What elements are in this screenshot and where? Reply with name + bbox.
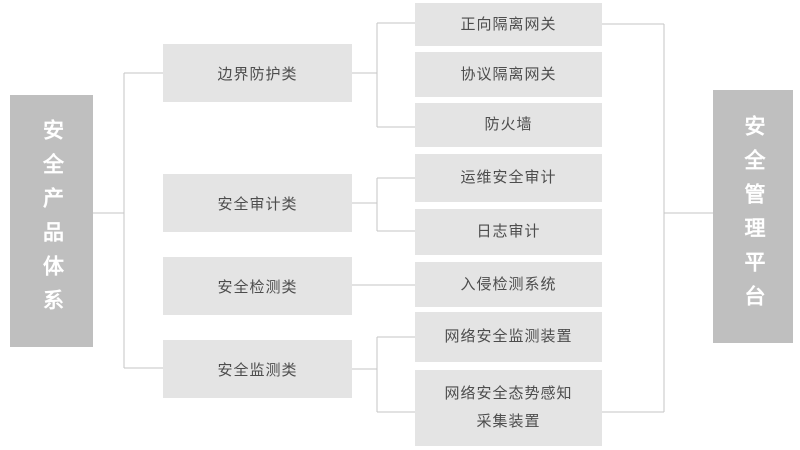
category-security-detection: 安全检测类 bbox=[163, 257, 352, 315]
category-label: 安全监测类 bbox=[217, 361, 298, 379]
item-intrusion-detection-system: 入侵检测系统 bbox=[415, 262, 602, 307]
item-situational-awareness-collection-device: 网络安全态势感知 采集装置 bbox=[415, 370, 602, 446]
connector-right-bracket bbox=[602, 23, 713, 413]
item-label: 正向隔离网关 bbox=[460, 15, 557, 33]
item-om-security-audit: 运维安全审计 bbox=[415, 154, 602, 202]
item-network-security-monitoring-device: 网络安全监测装置 bbox=[415, 312, 602, 362]
connector-cat4-bracket bbox=[352, 336, 415, 413]
item-label: 协议隔离网关 bbox=[460, 65, 557, 83]
category-security-monitoring: 安全监测类 bbox=[163, 340, 352, 398]
item-label: 运维安全审计 bbox=[460, 169, 557, 187]
item-label: 入侵检测系统 bbox=[460, 275, 557, 293]
root-security-product-system: 安全产品体系 bbox=[10, 95, 93, 347]
item-log-audit: 日志审计 bbox=[415, 209, 602, 255]
connector-left-bracket bbox=[123, 72, 163, 369]
item-label: 网络安全态势感知 采集装置 bbox=[444, 385, 573, 430]
category-label: 边界防护类 bbox=[217, 65, 298, 83]
root-security-management-platform: 安全管理平台 bbox=[713, 90, 793, 343]
category-security-audit: 安全审计类 bbox=[163, 174, 352, 232]
connector-cat1-bracket bbox=[352, 22, 415, 128]
category-label: 安全审计类 bbox=[217, 195, 298, 213]
item-forward-isolation-gateway: 正向隔离网关 bbox=[415, 3, 602, 46]
category-label: 安全检测类 bbox=[217, 278, 298, 296]
item-label: 网络安全监测装置 bbox=[444, 328, 573, 346]
root-security-management-platform-label: 安全管理平台 bbox=[742, 114, 765, 319]
connector-cat2-bracket bbox=[352, 177, 415, 232]
item-protocol-isolation-gateway: 协议隔离网关 bbox=[415, 52, 602, 97]
category-boundary-protection: 边界防护类 bbox=[163, 44, 352, 102]
item-label: 防火墙 bbox=[484, 116, 533, 134]
item-label: 日志审计 bbox=[476, 223, 541, 241]
root-security-product-system-label: 安全产品体系 bbox=[40, 119, 64, 323]
item-firewall: 防火墙 bbox=[415, 103, 602, 147]
